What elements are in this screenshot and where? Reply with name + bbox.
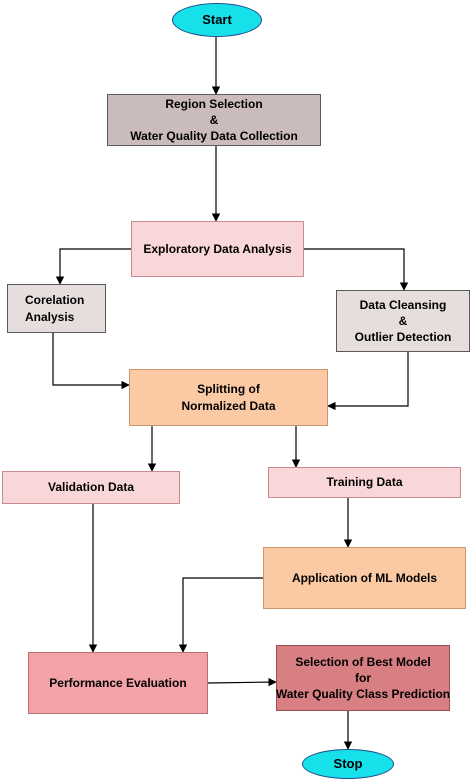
- corel-line-2: Analysis: [25, 309, 75, 324]
- arrow-eda-to-clean: [304, 248, 409, 291]
- best-line-3: Water Quality Class Prediction: [275, 687, 451, 702]
- train-label: Training Data: [326, 475, 403, 490]
- clean-line-2: &: [398, 313, 408, 328]
- stop-node: Stop: [302, 749, 394, 779]
- validation-data-box: Validation Data: [2, 471, 180, 504]
- ml-models-box: Application of ML Models: [263, 547, 466, 609]
- stop-label: Stop: [333, 756, 363, 772]
- arrow-eda-to-corel: [55, 248, 131, 285]
- start-node: Start: [172, 3, 262, 37]
- perf-label: Performance Evaluation: [49, 675, 187, 690]
- split-line-2: Normalized Data: [181, 398, 276, 413]
- region-selection-box: Region Selection & Water Quality Data Co…: [107, 94, 321, 146]
- training-data-box: Training Data: [268, 467, 461, 498]
- correlation-analysis-box: Corelation Analysis: [7, 284, 106, 333]
- performance-evaluation-box: Performance Evaluation: [28, 652, 208, 714]
- arrow-ml-to-perf: [178, 577, 263, 653]
- ml-label: Application of ML Models: [291, 570, 438, 585]
- valid-label: Validation Data: [47, 480, 135, 495]
- region-line-1: Region Selection: [165, 96, 263, 111]
- splitting-normalized-data-box: Splitting of Normalized Data: [129, 369, 328, 426]
- best-model-selection-box: Selection of Best Model for Water Qualit…: [276, 645, 450, 711]
- arrow-perf-to-best: [207, 677, 277, 687]
- best-line-1: Selection of Best Model: [295, 654, 431, 669]
- arrow-clean-to-split: [327, 352, 409, 411]
- eda-label: Exploratory Data Analysis: [143, 241, 292, 256]
- data-cleansing-box: Data Cleansing & Outlier Detection: [336, 290, 470, 352]
- clean-line-1: Data Cleansing: [359, 297, 447, 312]
- split-line-1: Splitting of: [197, 382, 260, 397]
- region-line-3: Water Quality Data Collection: [130, 129, 298, 144]
- best-line-2: for: [355, 670, 371, 685]
- exploratory-data-analysis-box: Exploratory Data Analysis: [131, 221, 304, 277]
- arrow-corel-to-split: [52, 333, 130, 390]
- clean-line-3: Outlier Detection: [354, 330, 452, 345]
- region-line-2: &: [209, 112, 219, 127]
- corel-line-1: Corelation: [25, 293, 85, 308]
- start-label: Start: [202, 12, 232, 28]
